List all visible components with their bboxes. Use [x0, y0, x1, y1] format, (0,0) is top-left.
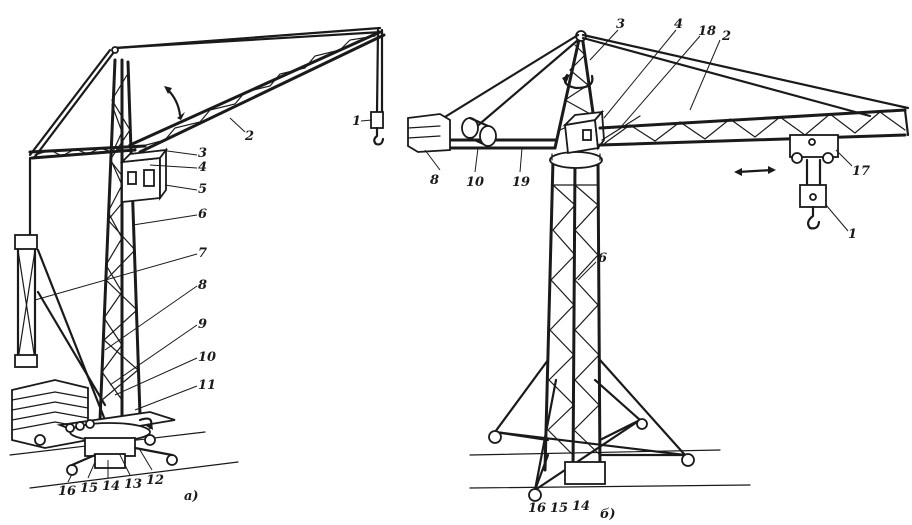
hook-b — [799, 184, 827, 230]
crane-b: 3 4 18 2 6 17 1 8 10 19 16 15 14 б) — [407, 17, 910, 522]
tower-mast-b — [543, 158, 602, 472]
label-b-16: 16 — [528, 501, 546, 516]
base-outriggers — [488, 358, 695, 502]
label-b-17: 17 — [852, 164, 870, 179]
counter-jib-b — [407, 113, 557, 153]
caption-a: а) — [184, 489, 199, 504]
luffing-arrow — [166, 88, 182, 117]
label-b-3: 3 — [616, 17, 625, 32]
label-a-16: 16 — [58, 484, 76, 499]
travel-arrow — [734, 166, 776, 176]
luffing-boom — [128, 28, 386, 154]
label-b-2: 2 — [721, 29, 731, 44]
label-a-10: 10 — [198, 350, 216, 365]
operator-cab-b — [562, 109, 605, 155]
label-b-8: 8 — [430, 173, 439, 188]
label-a-3: 3 — [198, 146, 207, 161]
label-b-1: 1 — [848, 227, 857, 242]
label-a-9: 9 — [198, 317, 207, 332]
label-b-18: 18 — [698, 24, 716, 39]
label-a-8: 8 — [198, 278, 207, 293]
ground-line — [29, 461, 239, 489]
label-a-14: 14 — [102, 479, 120, 494]
slewing-platform — [34, 411, 178, 476]
label-b-15: 15 — [550, 501, 568, 516]
label-a-5: 5 — [198, 182, 207, 197]
trolley — [789, 134, 839, 187]
ground-line — [469, 449, 721, 456]
tower-mast — [98, 58, 142, 422]
labels-a: 1 2 3 4 5 6 7 8 9 10 11 12 13 14 15 16 а… — [58, 114, 361, 504]
labels-b: 3 4 18 2 6 17 1 8 10 19 16 15 14 б) — [430, 17, 870, 522]
label-a-1: 1 — [352, 114, 361, 129]
label-b-14: 14 — [572, 499, 590, 514]
mast-head — [28, 26, 384, 160]
label-a-7: 7 — [198, 246, 207, 261]
label-a-4: 4 — [198, 160, 207, 175]
operator-cab — [119, 147, 168, 203]
ground-line — [469, 484, 751, 489]
label-a-12: 12 — [146, 473, 164, 488]
label-a-11: 11 — [198, 378, 216, 393]
stays-b — [438, 33, 910, 141]
slewing-ring-b — [549, 151, 603, 169]
label-b-10: 10 — [466, 175, 484, 190]
label-b-4: 4 — [674, 17, 683, 32]
caption-b: б) — [600, 507, 616, 522]
winch-drum — [461, 116, 497, 148]
label-a-6: 6 — [198, 207, 207, 222]
label-b-6: 6 — [598, 251, 607, 266]
label-a-13: 13 — [124, 477, 142, 492]
crane-a: 1 2 3 4 5 6 7 8 9 10 11 12 13 14 15 16 а… — [9, 26, 386, 504]
leader-lines-b — [424, 29, 853, 281]
leader-lines-a — [34, 117, 373, 483]
hoist-rope — [14, 156, 107, 422]
label-b-19: 19 — [512, 175, 530, 190]
hook-a — [370, 111, 385, 146]
label-a-2: 2 — [244, 129, 254, 144]
label-a-15: 15 — [80, 481, 98, 496]
jib — [598, 108, 910, 147]
counter-jib — [28, 144, 147, 160]
